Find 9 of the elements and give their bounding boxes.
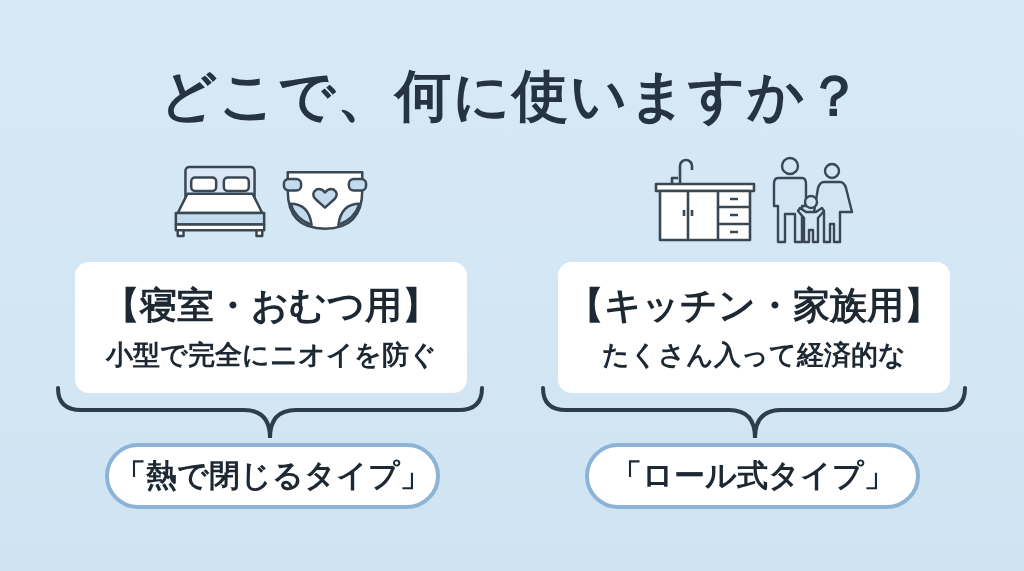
type-pill: 「ロール式タイプ」 (585, 443, 920, 509)
card-description: 小型で完全にニオイを防ぐ (105, 338, 437, 372)
card-heading: 【キッチン・家族用】 (567, 284, 941, 328)
info-card (558, 262, 950, 393)
card-heading: 【寝室・おむつ用】 (103, 284, 439, 328)
type-pill: 「熱で閉じるタイプ」 (105, 443, 440, 509)
title: どこで、何に使いますか？ (159, 62, 865, 130)
info-card (75, 262, 467, 393)
card-description: たくさん入って経済的な (602, 338, 906, 372)
